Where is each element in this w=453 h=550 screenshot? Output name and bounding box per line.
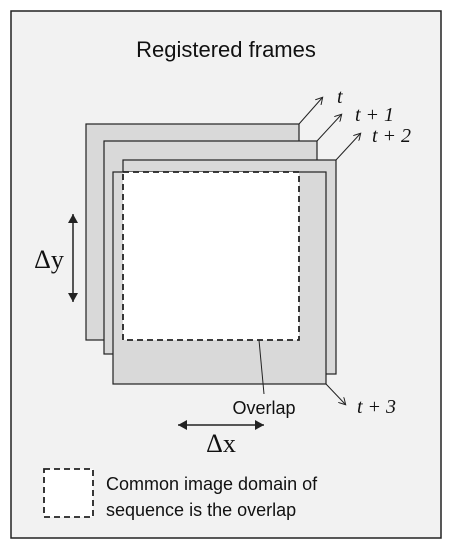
diagram-title: Registered frames <box>136 37 316 62</box>
frame-t-plus-1-arrow <box>316 115 341 142</box>
frame-t-plus-1-label: t + 1 <box>355 104 394 126</box>
legend-text-line1: Common image domain of <box>106 474 318 494</box>
delta-y-arrow-bottom-head <box>68 293 78 302</box>
delta-x-label: Δx <box>206 429 236 458</box>
overlap-label: Overlap <box>232 398 295 418</box>
frame-t-plus-2-arrow <box>335 134 360 161</box>
overlap-pointer-line <box>258 339 265 395</box>
frame-t-plus-3-label: t + 3 <box>357 396 396 418</box>
delta-y-label: Δy <box>34 245 64 274</box>
frame-t-label: t <box>337 86 343 108</box>
legend-text-line2: sequence is the overlap <box>106 500 296 520</box>
delta-x-arrow-left-head <box>178 420 187 430</box>
frame-t-arrow <box>298 98 322 125</box>
delta-x-arrow-right-head <box>255 420 264 430</box>
frame-t-plus-2-label: t + 2 <box>372 125 411 147</box>
legend-overlap-swatch <box>43 468 94 518</box>
frame-t-plus-3-arrow <box>325 383 345 404</box>
overlap-region <box>122 171 300 341</box>
delta-y-arrow-top-head <box>68 214 78 223</box>
